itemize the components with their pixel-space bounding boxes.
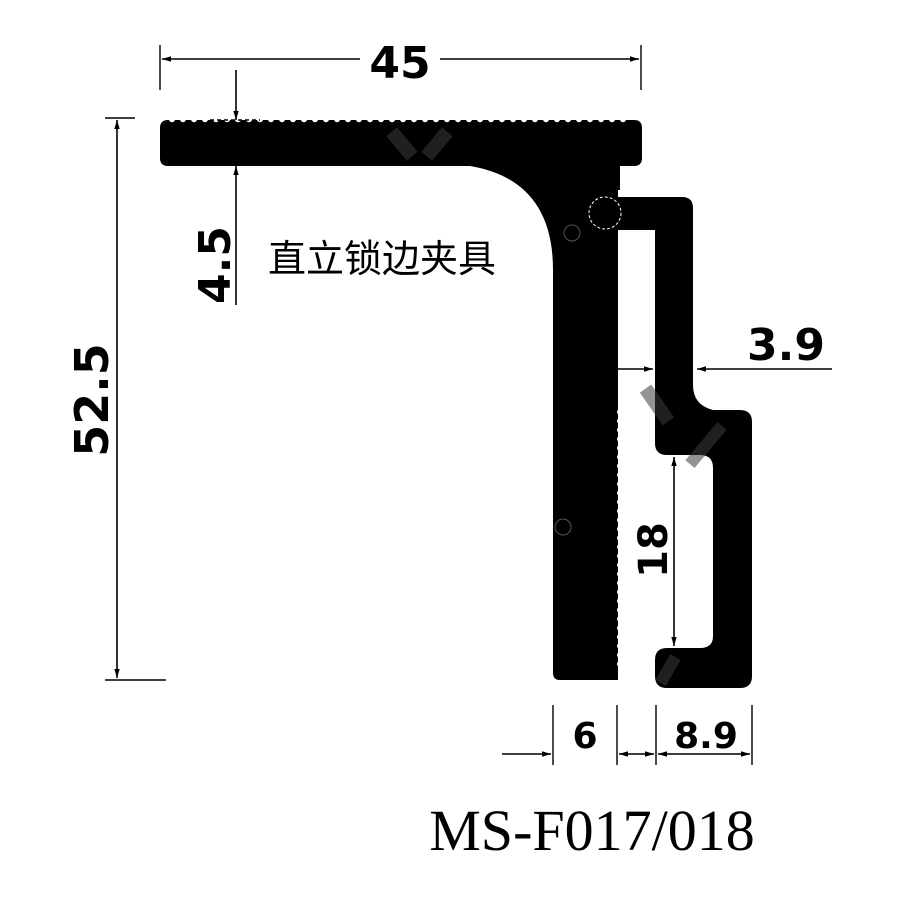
product-name-cn: 直立锁边夹具 (268, 237, 496, 281)
dim-height-total: 52.5 (65, 117, 166, 681)
top-flange (160, 120, 642, 680)
dim-label-52-5: 52.5 (65, 343, 119, 457)
dim-label-3-9: 3.9 (747, 320, 825, 371)
dim-label-8-9: 8.9 (674, 716, 738, 757)
dim-hook-gap: 3.9 (618, 320, 832, 372)
registered-mark-icon (554, 224, 581, 536)
dim-width-total: 45 (159, 38, 642, 90)
dim-bottom-widths: 6 8.9 (502, 705, 753, 765)
stem-upper (553, 230, 618, 410)
dim-inner-slot: 18 (631, 457, 677, 646)
watermark (386, 127, 727, 686)
hook-profile (588, 197, 752, 688)
hook-knob (589, 197, 621, 229)
dim-flange-thickness: 4.5 (190, 70, 260, 305)
model-number: MS-F017/018 (429, 798, 755, 863)
hook-gap (618, 230, 655, 640)
extrusion-profile (160, 115, 752, 688)
dim-label-45: 45 (369, 38, 430, 89)
hook-knob-outline (588, 196, 622, 230)
dim-label-4-5: 4.5 (190, 226, 241, 304)
dim-label-6: 6 (572, 716, 597, 757)
dim-label-18: 18 (631, 522, 677, 578)
